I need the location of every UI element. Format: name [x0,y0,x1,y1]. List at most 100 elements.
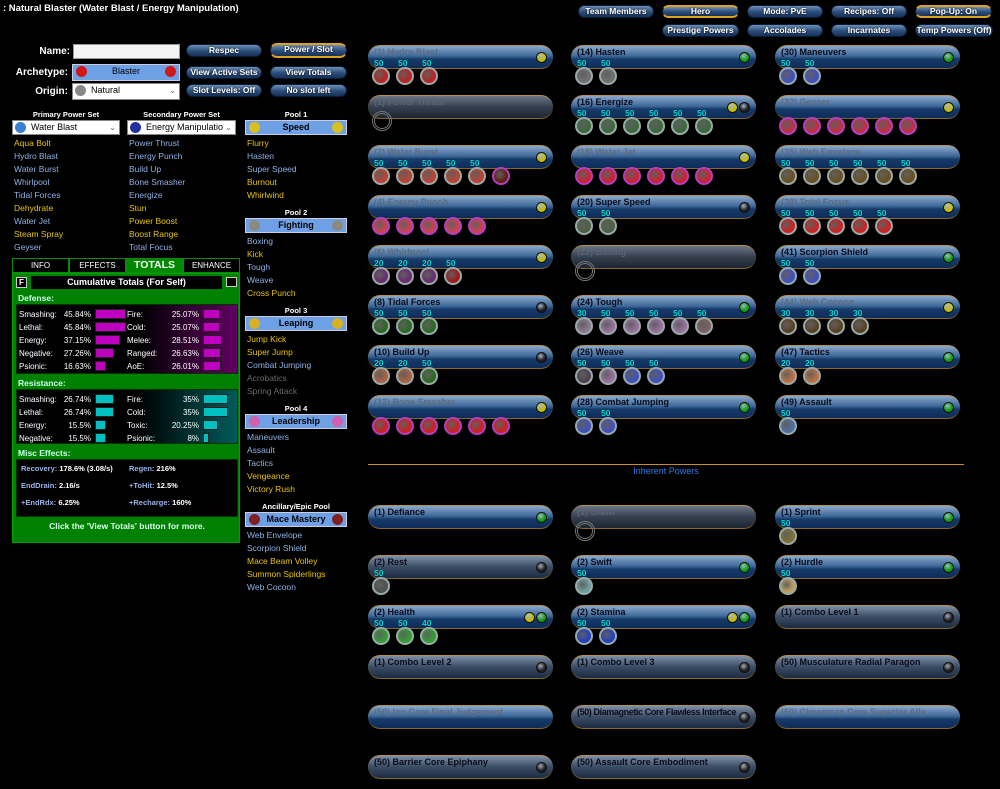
power-list-item[interactable]: Energy Punch [129,151,183,161]
accolades-button[interactable]: Accolades [747,24,823,37]
enhancement-slot-icon[interactable] [671,317,689,335]
power-list-item[interactable]: Energize [129,190,163,200]
enhancement-slot-icon[interactable] [420,367,438,385]
power-bar[interactable]: (35) Web Envelope [775,145,960,169]
no-slot-left-button[interactable]: No slot left [270,84,347,97]
power-bar[interactable]: (2) Stamina [571,605,756,629]
power-list-item[interactable]: Stun [129,203,147,213]
enhancement-slot-icon[interactable] [575,367,593,385]
enhancement-slot-icon[interactable] [623,167,641,185]
tab-enhance[interactable]: ENHANCE [183,258,240,273]
enhancement-slot-icon[interactable] [599,167,617,185]
power-list-item[interactable]: Burnout [247,177,277,187]
pool-set-select[interactable]: Leadership [245,414,347,429]
enhancement-slot-icon[interactable] [671,167,689,185]
recipes-button[interactable]: Recipes: Off [831,5,907,18]
enhancement-slot-icon[interactable] [599,317,617,335]
enhancement-slot-icon[interactable] [396,417,414,435]
power-list-item[interactable]: Jump Kick [247,334,287,344]
power-bar[interactable]: (41) Scorpion Shield [775,245,960,269]
power-bar[interactable]: (50) Musculature Radial Paragon [775,655,960,679]
archetype-select[interactable]: Blaster [72,64,180,81]
incarnates-button[interactable]: Incarnates [831,24,907,37]
power-list-item[interactable]: Geyser [14,242,42,252]
power-list-item[interactable]: Boxing [247,236,273,246]
power-list-item[interactable]: Vengeance [247,471,290,481]
enhancement-slot-icon[interactable] [468,167,486,185]
power-list-item[interactable]: Aqua Bolt [14,138,51,148]
power-list-item[interactable]: Power Boost [129,216,178,226]
power-list-item[interactable]: Kick [247,249,264,259]
enhancement-slot-icon[interactable] [420,167,438,185]
power-bar[interactable]: (2) Rest [368,555,553,579]
power-bar[interactable]: (28) Combat Jumping [571,395,756,419]
enhancement-slot-icon[interactable] [599,417,617,435]
enhancement-slot-icon[interactable] [695,167,713,185]
enhancement-slot-icon[interactable] [372,267,390,285]
enhancement-slot-icon[interactable] [396,267,414,285]
power-bar[interactable]: (30) Maneuvers [775,45,960,69]
power-bar[interactable]: (1) Combo Level 2 [368,655,553,679]
enhancement-slot-icon[interactable] [779,317,797,335]
enhancement-slot-icon[interactable] [779,577,797,595]
enhancement-slot-icon[interactable] [899,117,917,135]
power-list-item[interactable]: Boost Range [129,229,179,239]
enhancement-slot-icon[interactable] [372,367,390,385]
enhancement-slot-icon[interactable] [599,217,617,235]
enhancement-slot-icon[interactable] [420,217,438,235]
enhancement-slot-icon[interactable] [599,67,617,85]
power-list-item[interactable]: Web Cocoon [247,582,296,592]
power-list-item[interactable]: Tough [247,262,271,272]
enhancement-slot-icon[interactable] [779,267,797,285]
power-list-item[interactable]: Super Jump [247,347,293,357]
enhancement-slot-icon[interactable] [851,317,869,335]
power-bar[interactable]: (2) Health [368,605,553,629]
secondary-set-select[interactable]: Energy Manipulatio ⌄ [127,120,236,135]
power-slot-button[interactable]: Power / Slot [270,43,347,58]
slot-levels-button[interactable]: Slot Levels: Off [186,84,262,97]
power-bar[interactable]: (2) Hurdle [775,555,960,579]
power-list-item[interactable]: Hydro Blast [14,151,58,161]
power-list-item[interactable]: Flurry [247,138,269,148]
origin-select[interactable]: Natural ⌄ [72,83,180,100]
power-bar[interactable]: (50) Ion Core Final Judgement [368,705,553,729]
power-bar[interactable]: (2) Swift [571,555,756,579]
enhancement-slot-icon[interactable] [803,117,821,135]
power-list-item[interactable]: Water Burst [14,164,59,174]
power-list-item[interactable]: Summon Spiderlings [247,569,326,579]
pool-set-select[interactable]: Fighting [245,218,347,233]
enhancement-slot-icon[interactable] [803,167,821,185]
power-bar[interactable]: (50) Cimeroran Core Superior Ally [775,705,960,729]
power-list-item[interactable]: Hasten [247,151,274,161]
empty-slot-icon[interactable] [372,111,392,131]
enhancement-slot-icon[interactable] [396,367,414,385]
power-list-item[interactable]: Dehydrate [14,203,54,213]
enhancement-slot-icon[interactable] [372,627,390,645]
enhancement-slot-icon[interactable] [647,317,665,335]
power-bar[interactable]: (26) Weave [571,345,756,369]
popup-button[interactable]: Pop-Up: On [915,5,992,18]
enhancement-slot-icon[interactable] [851,217,869,235]
enhancement-slot-icon[interactable] [623,117,641,135]
temp-powers-button[interactable]: Temp Powers (Off) [915,24,993,37]
power-bar[interactable]: (1) Combo Level 1 [775,605,960,629]
enhancement-slot-icon[interactable] [827,167,845,185]
enhancement-slot-icon[interactable] [396,67,414,85]
power-list-item[interactable]: Tidal Forces [14,190,61,200]
enhancement-slot-icon[interactable] [803,217,821,235]
enhancement-slot-icon[interactable] [372,417,390,435]
enhancement-slot-icon[interactable] [444,217,462,235]
enhancement-slot-icon[interactable] [803,317,821,335]
tab-info[interactable]: INFO [12,258,69,273]
prestige-powers-button[interactable]: Prestige Powers [662,24,739,37]
power-bar[interactable]: (16) Energize [571,95,756,119]
enhancement-slot-icon[interactable] [420,317,438,335]
enhancement-slot-icon[interactable] [396,217,414,235]
power-list-item[interactable]: Super Speed [247,164,297,174]
power-bar[interactable]: (1) Defiance [368,505,553,529]
power-bar[interactable]: (44) Web Cocoon [775,295,960,319]
power-list-item[interactable]: Bone Smasher [129,177,186,187]
pool-set-select[interactable]: Speed [245,120,347,135]
enhancement-slot-icon[interactable] [827,117,845,135]
power-bar[interactable]: (1) Combo Level 3 [571,655,756,679]
